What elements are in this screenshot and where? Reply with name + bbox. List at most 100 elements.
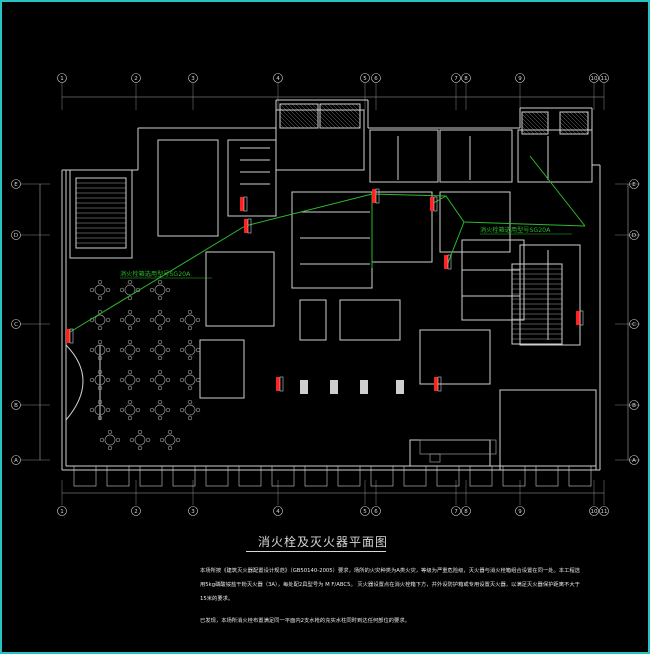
- shaft-hatch-4-hatch: [577, 111, 589, 123]
- hydrant-box: [375, 188, 380, 204]
- dining-chair: [195, 317, 201, 323]
- counter-sink: [429, 453, 441, 463]
- dining-chair: [127, 339, 133, 345]
- room-outline: [461, 239, 525, 321]
- axis-left-1-bubble: [11, 230, 21, 240]
- dining-chair: [105, 287, 111, 293]
- dining-table: [94, 374, 106, 386]
- shaft-hatch-2-hatch: [331, 103, 357, 129]
- hydrant-box: [437, 376, 442, 392]
- hydrant-box: [447, 254, 452, 270]
- dining-table: [94, 284, 106, 296]
- hydrant-box: [69, 328, 74, 344]
- dining-table: [154, 404, 166, 416]
- fire-hydrant: [244, 219, 248, 233]
- shaft-hatch-1-hatch: [279, 115, 293, 129]
- dining-chair: [135, 377, 141, 383]
- room-outline: [199, 339, 245, 399]
- dining-chair: [89, 287, 95, 293]
- room-outline: [299, 299, 327, 341]
- dining-chair: [127, 415, 133, 421]
- dining-chair: [97, 385, 103, 391]
- fire-hydrant: [372, 189, 376, 203]
- axis-top-4-label: 4: [276, 76, 280, 82]
- shaft-hatch-1-hatch: [307, 103, 319, 115]
- dining-chair: [127, 399, 133, 405]
- shaft-hatch-3-hatch: [531, 111, 549, 129]
- dining-chair: [135, 317, 141, 323]
- callout-labels: 消火栓箱选用型号SG20A 消火栓箱选用型号SG20A: [120, 226, 572, 279]
- dining-chair: [187, 339, 193, 345]
- dining-table: [124, 404, 136, 416]
- dining-chair: [179, 317, 185, 323]
- note-line-4: 已发现，本场所消火栓布置满足同一平面内2支水枪的充实水柱同时到达任何部位的要求。: [200, 618, 410, 624]
- shaft-hatch-4-hatch: [573, 111, 589, 127]
- dining-chair: [127, 309, 133, 315]
- shaft-hatch-1-hatch: [299, 103, 319, 123]
- dining-chair: [187, 309, 193, 315]
- axis-bottom-6-label: 6: [374, 509, 378, 515]
- shaft-hatch-3-hatch: [539, 111, 549, 121]
- dining-table: [154, 284, 166, 296]
- shaft-hatch-1-hatch: [283, 103, 309, 129]
- shaft-hatch-4-hatch: [559, 125, 569, 135]
- dining-chair: [119, 287, 125, 293]
- dining-table: [154, 314, 166, 326]
- dining-table: [94, 344, 106, 356]
- dining-table: [94, 404, 106, 416]
- hydrant-callout-1: 消火栓箱选用型号SG20A: [120, 270, 191, 278]
- note-line-3: 15米的要求。: [200, 596, 234, 602]
- drawing-title: 消火栓及灭火器平面图: [258, 535, 389, 549]
- hydrant-box: [243, 196, 248, 212]
- hydrant-box: [279, 376, 284, 392]
- dining-chair: [119, 407, 125, 413]
- shaft-hatch-2-hatch: [339, 103, 361, 125]
- dining-chair: [167, 445, 173, 451]
- dining-chair: [157, 279, 163, 285]
- axis-left-4-bubble: [11, 455, 21, 465]
- shaft-hatch-1-hatch: [303, 103, 319, 119]
- shaft-hatch-2-hatch: [319, 103, 345, 129]
- shaft-hatch-3-hatch: [535, 111, 549, 125]
- axis-bottom-9-label: 9: [518, 509, 522, 515]
- shaft-hatch-1-hatch: [279, 107, 301, 129]
- axis-top-6-label: 6: [374, 76, 378, 82]
- axis-right-2-label: C: [632, 322, 636, 328]
- dining-chair: [89, 407, 95, 413]
- axis-bottom-1-bubble: [57, 506, 67, 516]
- dining-chair: [97, 325, 103, 331]
- title-underline: [246, 551, 386, 552]
- dining-chair: [179, 377, 185, 383]
- shaft-hatch-4-hatch: [585, 111, 589, 115]
- axis-top-7-bubble: [451, 73, 461, 83]
- shaft-hatch-2-hatch: [327, 103, 353, 129]
- dining-table: [104, 434, 116, 446]
- fire-pipe: [244, 193, 586, 227]
- axis-top-1-label: 1: [60, 76, 64, 82]
- room-outline: [339, 299, 401, 341]
- dining-chair: [97, 279, 103, 285]
- dining-chair: [145, 437, 151, 443]
- dining-chair: [165, 347, 171, 353]
- facade-window: [568, 465, 592, 487]
- hydrant-callout-2: 消火栓箱选用型号SG20A: [480, 226, 551, 234]
- axis-bottom-10-bubble: [589, 506, 599, 516]
- hydrant-box: [247, 218, 252, 234]
- axis-bottom-11-label: 11: [601, 509, 608, 515]
- walls: [61, 99, 601, 487]
- dining-chair: [105, 347, 111, 353]
- axis-top-8-bubble: [461, 73, 471, 83]
- room-outline: [291, 191, 373, 289]
- axis-bottom-5-label: 5: [363, 509, 367, 515]
- axis-top-2-label: 2: [134, 76, 138, 82]
- note-line-1: 本场所按《建筑灭火器配置设计规范》（GB50140-2005）要求，场所的火灾种…: [200, 568, 580, 574]
- axis-bottom-8-label: 8: [464, 509, 468, 515]
- dining-table: [124, 314, 136, 326]
- note-line-2: 用5kg磷酸铵盐干粉灭火器（3A），每处配2具型号为 M F/ABC5。 灭火器…: [200, 582, 580, 588]
- dining-chair: [179, 407, 185, 413]
- axis-left-1-label: D: [14, 233, 18, 239]
- shaft-hatch-4-hatch: [559, 113, 581, 135]
- service-counter: [419, 439, 497, 455]
